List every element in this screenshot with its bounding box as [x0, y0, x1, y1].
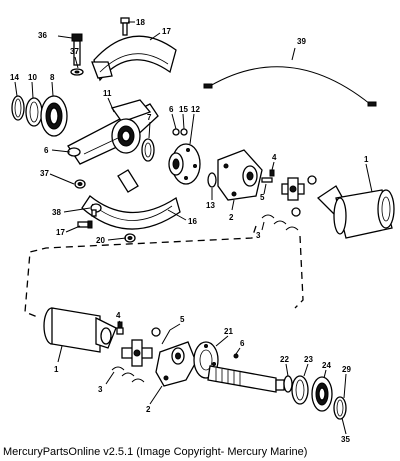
callout-1-low: 1	[54, 365, 59, 374]
callout-11: 11	[103, 89, 112, 98]
part-small-bolt	[120, 17, 130, 36]
callout-36: 36	[38, 31, 47, 40]
part-upper-yoke	[217, 149, 263, 201]
part-snap-ring-left	[11, 95, 25, 121]
callout-35: 35	[341, 435, 350, 444]
callout-3-low: 3	[98, 385, 103, 394]
callout-8: 7	[147, 113, 152, 122]
part-drive-shaft-upper	[316, 185, 395, 239]
part-seal-ring-23	[291, 375, 309, 405]
part-upper-flange	[168, 143, 201, 185]
part-seal	[141, 138, 155, 162]
part-snap-ring-22	[283, 375, 293, 393]
part-lower-yoke	[155, 341, 197, 387]
callout-9: 8	[50, 73, 55, 82]
callout-3-top: 3	[256, 231, 261, 240]
callout-21: 21	[224, 327, 233, 336]
part-screw-lower	[161, 329, 171, 345]
exploded-parts-diagram: 36 37 18 17 39 14 10 8 11 7 6 15 12 6 37…	[10, 17, 395, 444]
part-screw-38	[90, 203, 102, 217]
callout-20: 20	[96, 236, 105, 245]
callout-13: 13	[206, 201, 215, 210]
callout-4-top: 4	[272, 153, 277, 162]
callout-18: 17	[162, 27, 171, 36]
callout-7: 6	[44, 146, 49, 155]
callout-22: 22	[280, 355, 289, 364]
part-drive-shaft-lower	[43, 307, 117, 353]
part-spacer-13	[207, 172, 217, 188]
callout-39: 39	[297, 37, 306, 46]
callout-1-top: 1	[364, 155, 369, 164]
part-cable	[203, 66, 377, 107]
callout-29: 29	[342, 365, 351, 374]
part-support-bracket	[67, 99, 159, 165]
part-snap-ring-35	[333, 396, 347, 420]
part-bracket-nut	[74, 179, 86, 189]
callout-6-low: 6	[240, 339, 245, 348]
callout-24: 24	[322, 361, 331, 370]
callout-2-top: 2	[229, 213, 234, 222]
callout-2-low: 2	[146, 405, 151, 414]
callout-6-top: 6	[169, 105, 174, 114]
callout-14: 14	[10, 73, 19, 82]
part-nut-20	[124, 233, 136, 243]
callout-5-top: 5	[260, 193, 265, 202]
part-output-shaft	[193, 341, 285, 393]
callout-16: 16	[188, 217, 197, 226]
part-grease-fitting-lower	[116, 321, 124, 335]
leader-lines	[14, 21, 373, 435]
part-bolt-17	[77, 220, 93, 229]
callout-23: 23	[304, 355, 313, 364]
callout-12: 12	[191, 105, 200, 114]
callout-10: 10	[28, 73, 37, 82]
part-flange-washer	[172, 128, 188, 136]
callout-4-low: 4	[116, 311, 121, 320]
copyright-caption: MercuryPartsOnline v2.5.1 (Image Copyrig…	[3, 446, 308, 458]
callout-37-mid: 37	[40, 169, 49, 178]
callout-5-low: 5	[180, 315, 185, 324]
callout-19: 18	[136, 18, 145, 27]
callout-17: 17	[56, 228, 65, 237]
callout-37-top: 37	[70, 47, 79, 56]
part-bearing-left	[40, 95, 68, 137]
part-lower-clamp	[81, 169, 181, 230]
part-u-joint-cross-lower	[111, 327, 161, 383]
part-bearing-24	[311, 376, 333, 412]
part-upper-clamp	[91, 35, 177, 82]
dashed-connector-path	[24, 225, 257, 319]
part-seal-ring-left	[25, 97, 43, 127]
part-u-joint-cross-upper	[261, 175, 317, 231]
part-grease-fitting-upper	[261, 169, 275, 183]
callout-38: 38	[52, 208, 61, 217]
callout-15: 15	[179, 105, 188, 114]
callout-labels: 36 37 18 17 39 14 10 8 11 7 6 15 12 6 37…	[10, 18, 369, 444]
